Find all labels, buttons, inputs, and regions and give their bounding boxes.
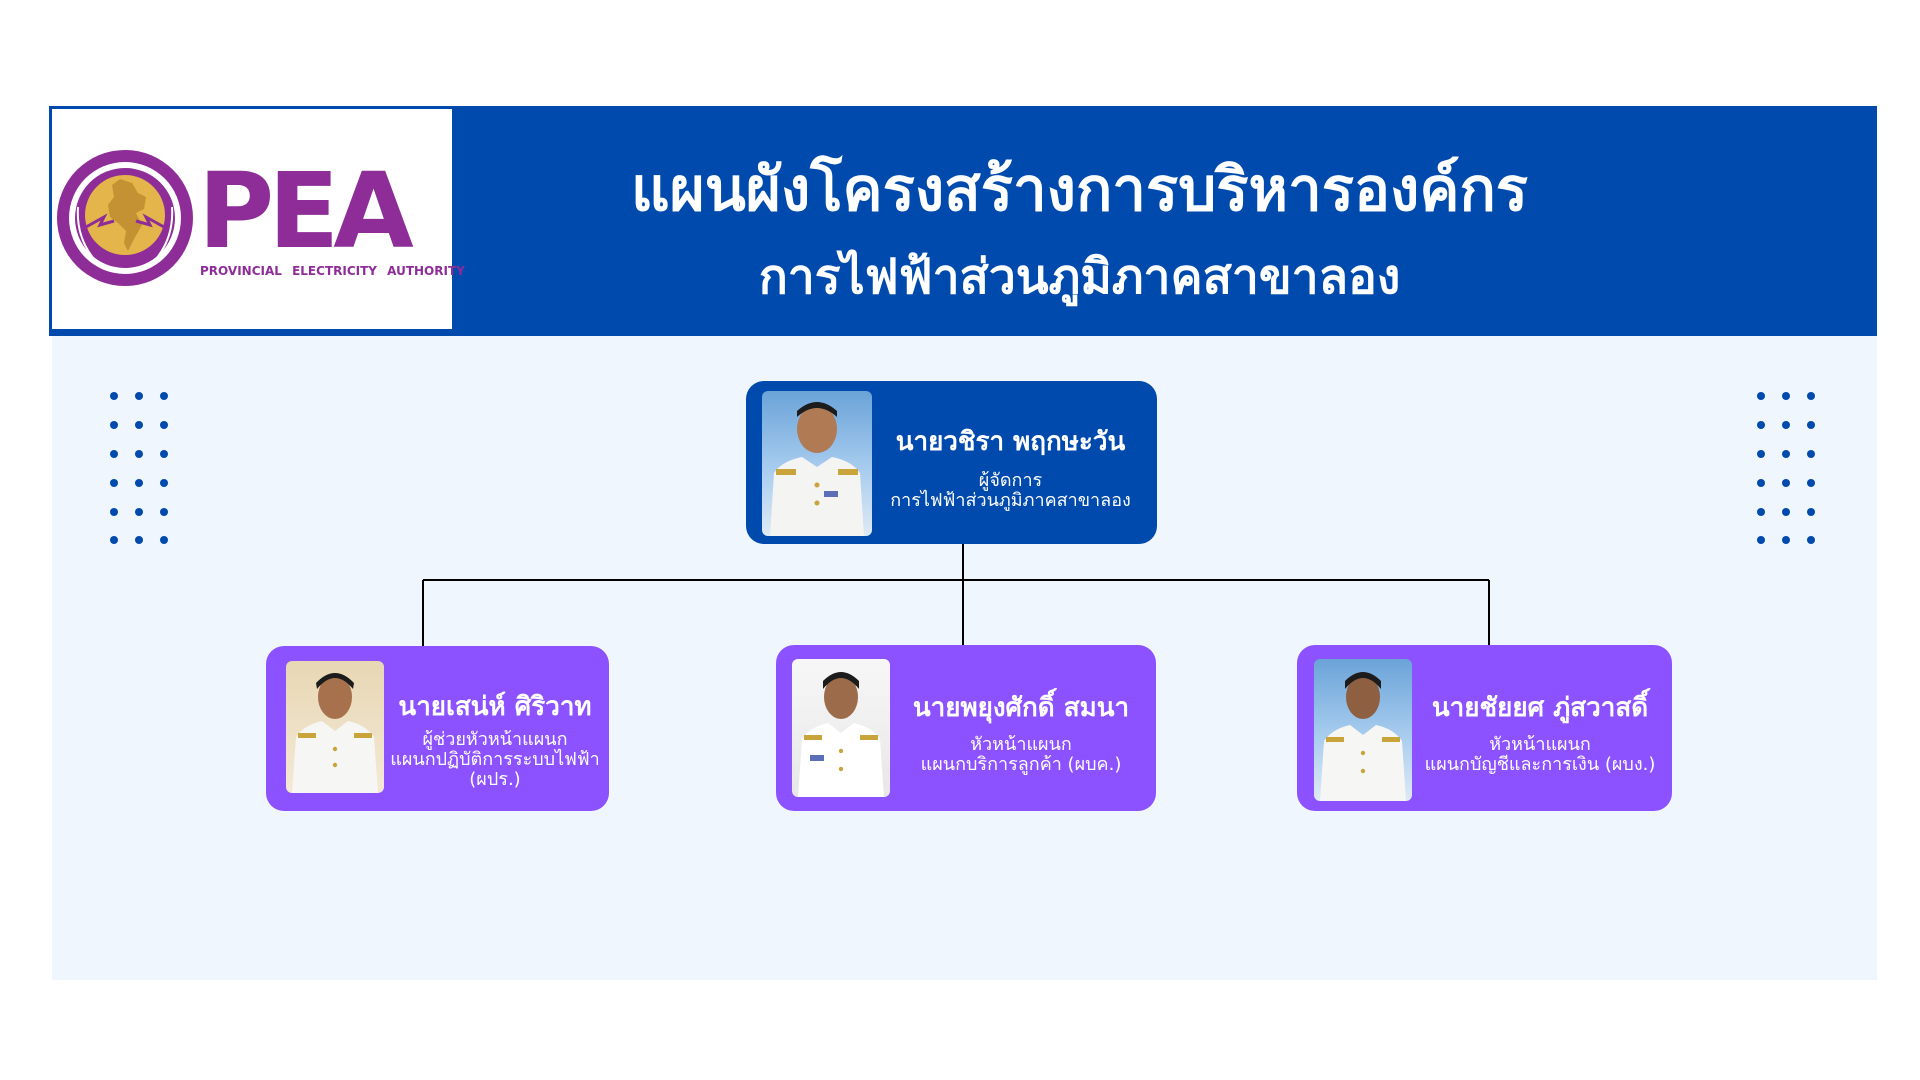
pea-seal-icon xyxy=(57,150,193,286)
manager-name: นายวชิรา พฤกษะวัน xyxy=(895,427,1126,457)
staff-1-role-line-3: (ผปร.) xyxy=(469,769,521,790)
person-photo-icon xyxy=(1320,672,1406,801)
pea-logo: PEA PROVINCIAL ELECTRICITY AUTHORITY xyxy=(49,106,465,332)
staff-1-role-line-1: ผู้ช่วยหัวหน้าแผนก xyxy=(422,729,568,750)
person-photo-icon xyxy=(292,673,378,793)
staff-1-role-line-2: แผนกปฏิบัติการระบบไฟฟ้า xyxy=(390,749,600,770)
manager-photo xyxy=(762,391,872,536)
staff-2-photo xyxy=(792,659,890,797)
manager-role-line-2: การไฟฟ้าส่วนภูมิภาคสาขาลอง xyxy=(890,490,1131,511)
person-photo-icon xyxy=(798,672,884,797)
staff-1-photo xyxy=(286,661,384,793)
decorative-dots-right xyxy=(1757,392,1815,544)
org-card-manager: นายวชิรา พฤกษะวัน ผู้จัดการ การไฟฟ้าส่วน… xyxy=(746,381,1157,544)
staff-2-name: นายพยุงศักดิ์ สมนา xyxy=(912,693,1130,723)
staff-3-photo xyxy=(1314,659,1412,801)
staff-1-name: นายเสน่ห์ ศิริวาท xyxy=(398,692,592,722)
staff-3-name: นายชัยยศ ภู่สวาสดิ์ xyxy=(1431,693,1649,723)
person-photo-icon xyxy=(770,402,864,536)
staff-3-role-line-2: แผนกบัญชีและการเงิน (ผบง.) xyxy=(1424,754,1656,775)
staff-2-role-line-1: หัวหน้าแผนก xyxy=(970,734,1072,755)
pea-logo-subtitle: PROVINCIAL ELECTRICITY AUTHORITY xyxy=(200,264,465,278)
staff-3-role-line-1: หัวหน้าแผนก xyxy=(1489,734,1591,755)
page-title: แผนผังโครงสร้างการบริหารองค์กร xyxy=(630,155,1529,225)
org-card-staff-2: นายพยุงศักดิ์ สมนา หัวหน้าแผนก แผนกบริกา… xyxy=(776,645,1156,811)
org-card-staff-1: นายเสน่ห์ ศิริวาท ผู้ช่วยหัวหน้าแผนก แผน… xyxy=(266,646,609,811)
page-subtitle: การไฟฟ้าส่วนภูมิภาคสาขาลอง xyxy=(758,249,1401,305)
staff-2-role-line-2: แผนกบริการลูกค้า (ผบค.) xyxy=(920,754,1122,775)
org-card-staff-3: นายชัยยศ ภู่สวาสดิ์ หัวหน้าแผนก แผนกบัญช… xyxy=(1297,645,1672,811)
pea-logo-text: PEA xyxy=(198,150,414,272)
manager-role-line-1: ผู้จัดการ xyxy=(978,470,1043,491)
decorative-dots-left xyxy=(110,392,168,544)
